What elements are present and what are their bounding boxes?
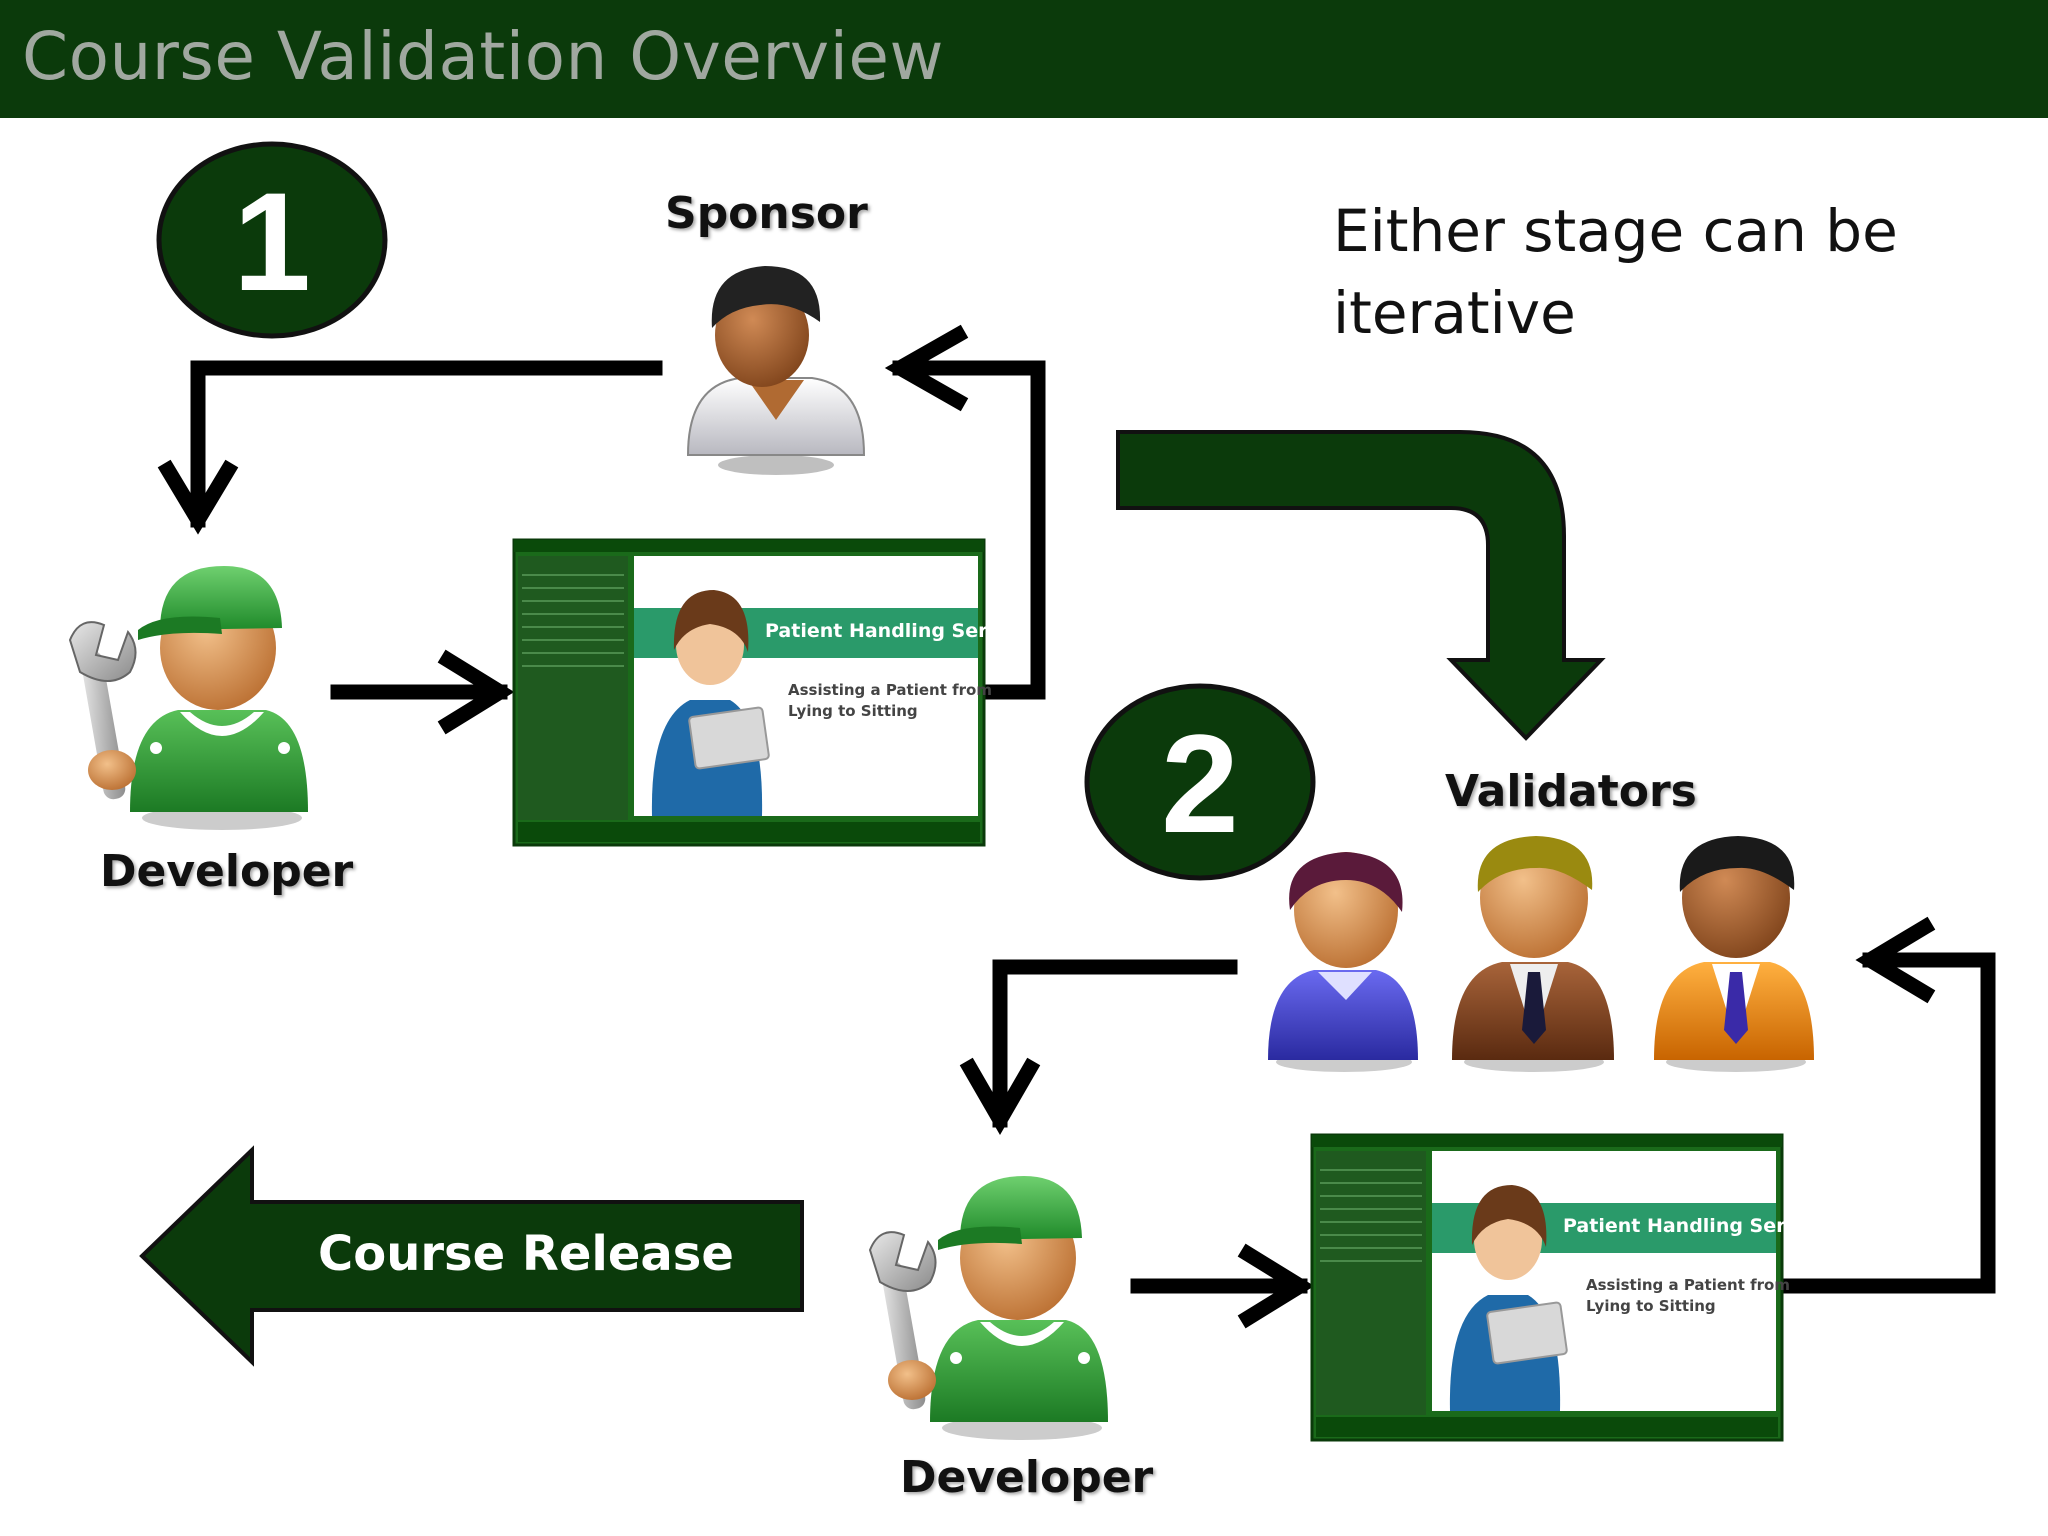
screenshot-subtitle-2-line-1: Assisting a Patient from <box>1586 1276 1790 1294</box>
stage-2-number: 2 <box>1161 705 1239 862</box>
course-screenshot-icon-2 <box>1310 1133 1784 1442</box>
validator-3-icon <box>1654 836 1814 1072</box>
developer-label: Developer <box>100 846 354 897</box>
course-to-validators-arrow <box>1777 952 1996 1294</box>
page-title: Course Validation Overview <box>22 18 945 95</box>
course-release-arrow <box>139 1145 804 1367</box>
validators-to-developer-arrow <box>992 959 1238 1128</box>
screenshot-title-2: Patient Handling Series <box>1563 1215 1817 1237</box>
screenshot-subtitle-2: Assisting a Patient from Lying to Sittin… <box>1586 1275 1790 1317</box>
sponsor-to-developer-arrow <box>190 360 663 528</box>
developer-worker-icon <box>68 566 308 830</box>
sponsor-person-icon <box>686 266 866 475</box>
iteration-note-line-2: iterative <box>1333 279 1576 347</box>
course-to-sponsor-arrow <box>892 360 1046 700</box>
validator-2-icon <box>1452 836 1614 1072</box>
sponsor-label: Sponsor <box>665 188 868 239</box>
screenshot-subtitle-line-2: Lying to Sitting <box>788 702 918 720</box>
stage-1-badge <box>156 141 388 339</box>
screenshot-title: Patient Handling Series <box>765 620 1019 642</box>
developer-label-2: Developer <box>900 1452 1154 1503</box>
stage-1-number: 1 <box>233 163 311 320</box>
screenshot-subtitle-line-1: Assisting a Patient from <box>788 681 992 699</box>
validator-1-icon <box>1268 852 1418 1072</box>
iteration-note: Either stage can be iterative <box>1333 190 1898 354</box>
flow-arrows-stage-2 <box>959 916 1996 1329</box>
validators-label: Validators <box>1445 766 1697 817</box>
screenshot-subtitle: Assisting a Patient from Lying to Sittin… <box>788 680 992 722</box>
course-release-label: Course Release <box>318 1226 734 1282</box>
developer-worker-icon-2 <box>868 1176 1108 1440</box>
iteration-note-line-1: Either stage can be <box>1333 197 1898 265</box>
screenshot-subtitle-2-line-2: Lying to Sitting <box>1586 1297 1716 1315</box>
validator-people-icon <box>1268 836 1814 1072</box>
flow-arrows-stage-1 <box>157 324 1046 735</box>
stage-2-badge <box>1084 683 1316 881</box>
stage-transition-arrow <box>1116 430 1606 741</box>
title-bar: Course Validation Overview <box>0 0 2048 118</box>
course-screenshot-icon <box>512 538 986 847</box>
